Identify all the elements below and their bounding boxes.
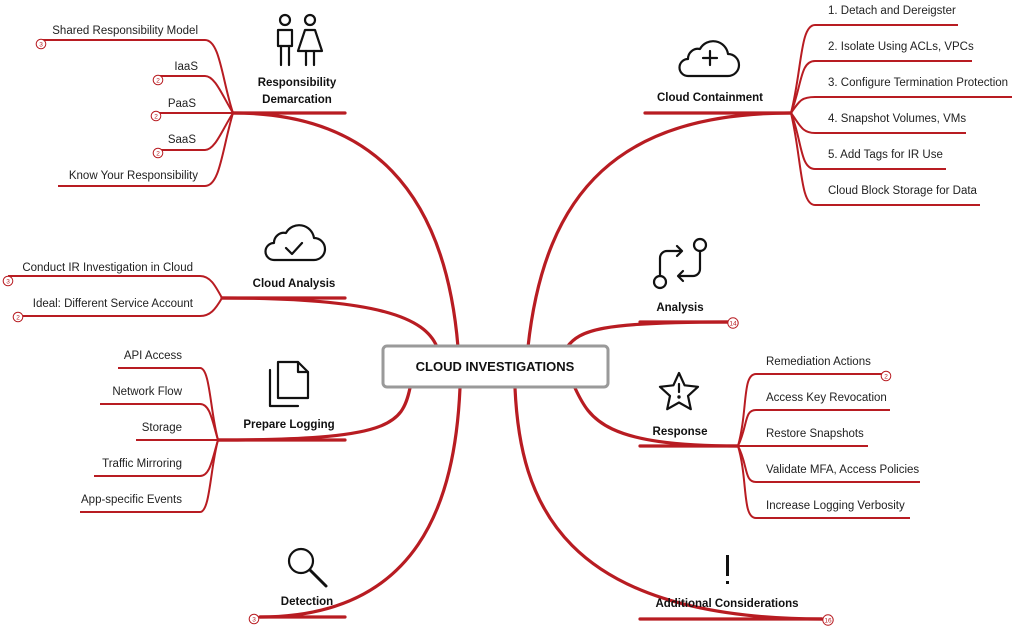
response-item-remediation[interactable]: Remediation Actions: [766, 356, 871, 368]
cloud-plus-icon: [678, 40, 741, 78]
containment-item-termination[interactable]: 3. Configure Termination Protection: [828, 77, 1008, 89]
branch-prepare-logging: [216, 386, 412, 442]
branch-cloud-analysis: [220, 296, 439, 349]
svg-text:14: 14: [729, 320, 737, 327]
central-topic[interactable]: CLOUD INVESTIGATIONS: [381, 344, 610, 389]
badge[interactable]: 2: [150, 110, 162, 122]
badge[interactable]: 16: [822, 614, 834, 626]
prepare-logging-label[interactable]: Prepare Logging: [243, 419, 334, 431]
branch-detection: [258, 386, 462, 619]
people-icon: [276, 13, 324, 67]
containment-item-detach[interactable]: 1. Detach and Dereigster: [828, 5, 956, 17]
exclamation-icon: [726, 555, 729, 584]
additional-label[interactable]: Additional Considerations: [655, 598, 798, 610]
badge[interactable]: 2: [152, 74, 164, 86]
detection-label[interactable]: Detection: [281, 596, 333, 608]
svg-text:2: 2: [884, 373, 888, 380]
cloud-analysis-item-conduct[interactable]: Conduct IR Investigation in Cloud: [22, 262, 193, 274]
cloud-analysis-item-ideal[interactable]: Ideal: Different Service Account: [33, 298, 194, 310]
responsibility-item-iaas[interactable]: IaaS: [174, 61, 198, 73]
responsibility-item-shared[interactable]: Shared Responsibility Model: [52, 25, 198, 37]
response-item-restore[interactable]: Restore Snapshots: [766, 428, 864, 440]
branch-cloud-containment: [526, 111, 793, 349]
cloud-check-icon: [264, 224, 327, 262]
branch-responsibility: [231, 111, 460, 349]
svg-text:16: 16: [824, 617, 832, 624]
response-item-access-key[interactable]: Access Key Revocation: [766, 392, 887, 404]
responsibility-item-know[interactable]: Know Your Responsibility: [69, 170, 198, 182]
responsibility-item-paas[interactable]: PaaS: [168, 98, 196, 110]
svg-text:2: 2: [156, 150, 160, 157]
containment-item-isolate[interactable]: 2. Isolate Using ACLs, VPCs: [828, 41, 974, 53]
svg-text:3: 3: [6, 278, 10, 285]
badge[interactable]: 3: [2, 275, 14, 287]
badge[interactable]: 2: [12, 311, 24, 323]
cloud-analysis-label[interactable]: Cloud Analysis: [253, 278, 336, 290]
branch-additional: [513, 386, 824, 621]
containment-item-tags[interactable]: 5. Add Tags for IR Use: [828, 149, 943, 161]
responsibility-label-line1[interactable]: Responsibility: [258, 77, 337, 89]
badge[interactable]: 2: [880, 370, 892, 382]
response-item-mfa[interactable]: Validate MFA, Access Policies: [766, 464, 919, 476]
analysis-label[interactable]: Analysis: [656, 302, 703, 314]
badge[interactable]: 3: [248, 613, 260, 625]
svg-text:2: 2: [16, 314, 20, 321]
badge[interactable]: 3: [35, 38, 47, 50]
prepare-logging-item-storage[interactable]: Storage: [142, 422, 182, 434]
containment-item-block-storage[interactable]: Cloud Block Storage for Data: [828, 185, 978, 197]
prepare-logging-item-network[interactable]: Network Flow: [112, 386, 182, 398]
svg-text:2: 2: [156, 77, 160, 84]
documents-icon: [268, 360, 310, 408]
central-topic-title: CLOUD INVESTIGATIONS: [416, 359, 575, 374]
responsibility-label-line2[interactable]: Demarcation: [262, 94, 332, 106]
prepare-logging-item-api[interactable]: API Access: [124, 350, 182, 362]
response-label[interactable]: Response: [653, 426, 708, 438]
responsibility-item-saas[interactable]: SaaS: [168, 134, 196, 146]
cloud-containment-label[interactable]: Cloud Containment: [657, 92, 763, 104]
svg-text:3: 3: [39, 41, 43, 48]
containment-item-snapshot[interactable]: 4. Snapshot Volumes, VMs: [828, 113, 966, 125]
magnifier-icon: [287, 547, 328, 588]
badge[interactable]: 2: [152, 147, 164, 159]
prepare-logging-item-app[interactable]: App-specific Events: [81, 494, 182, 506]
response-item-logging[interactable]: Increase Logging Verbosity: [766, 500, 905, 512]
badge[interactable]: 14: [727, 317, 739, 329]
star-alert-icon: [658, 371, 700, 411]
svg-text:2: 2: [154, 113, 158, 120]
branch-analysis: [565, 320, 730, 349]
prepare-logging-item-traffic[interactable]: Traffic Mirroring: [102, 458, 182, 470]
git-compare-icon: [652, 237, 708, 290]
svg-text:3: 3: [252, 616, 256, 623]
